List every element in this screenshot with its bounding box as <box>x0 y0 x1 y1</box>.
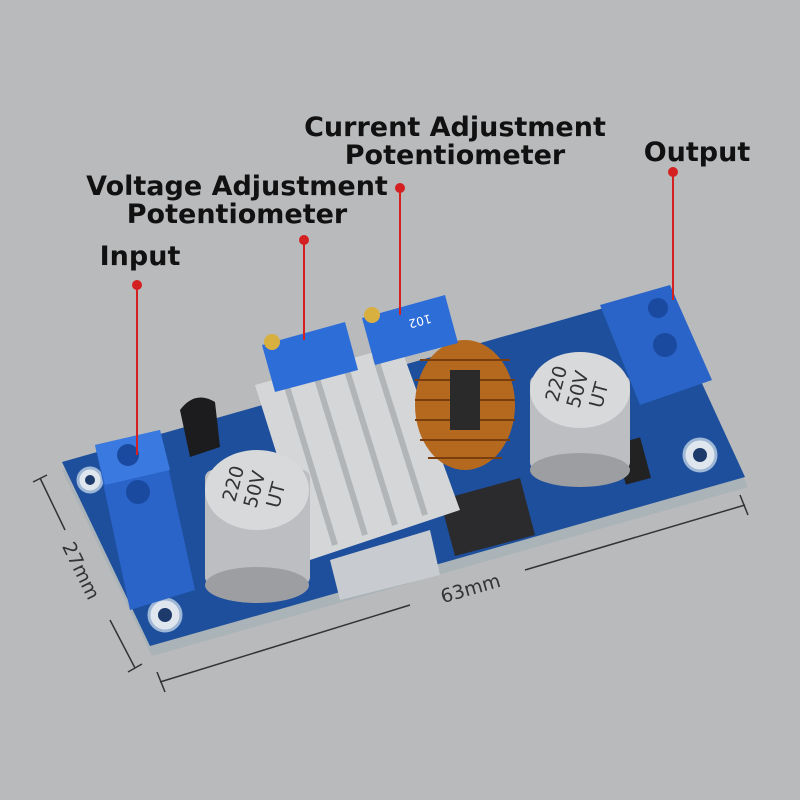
dimension-lines <box>32 474 749 693</box>
label-line: Current Adjustment <box>304 112 606 143</box>
output-label: Output <box>643 137 751 168</box>
current-adjustment-label: Current Adjustment Potentiometer <box>304 114 606 170</box>
input-capacitor-marking: 220 50V UT <box>218 463 290 510</box>
input-capacitor <box>205 450 310 603</box>
transistor <box>180 397 220 457</box>
solder-pad <box>330 530 440 600</box>
input-label: Input <box>99 241 181 272</box>
label-line: Voltage Adjustment <box>86 171 388 202</box>
label-line: Potentiometer <box>126 199 348 230</box>
current-potentiometer <box>362 295 458 365</box>
output-capacitor-marking: 220 50V UT <box>541 363 613 410</box>
voltage-adjustment-label: Voltage Adjustment Potentiometer <box>86 173 388 229</box>
inductor-toroid <box>415 340 515 470</box>
pointer-lines <box>132 167 678 455</box>
voltage-potentiometer <box>262 322 358 392</box>
output-terminal-block <box>600 285 712 405</box>
output-capacitor <box>530 352 630 487</box>
pot-marking: 102 <box>407 311 433 330</box>
input-terminal-block <box>95 430 195 610</box>
diode <box>440 478 535 556</box>
label-line: Potentiometer <box>344 140 566 171</box>
